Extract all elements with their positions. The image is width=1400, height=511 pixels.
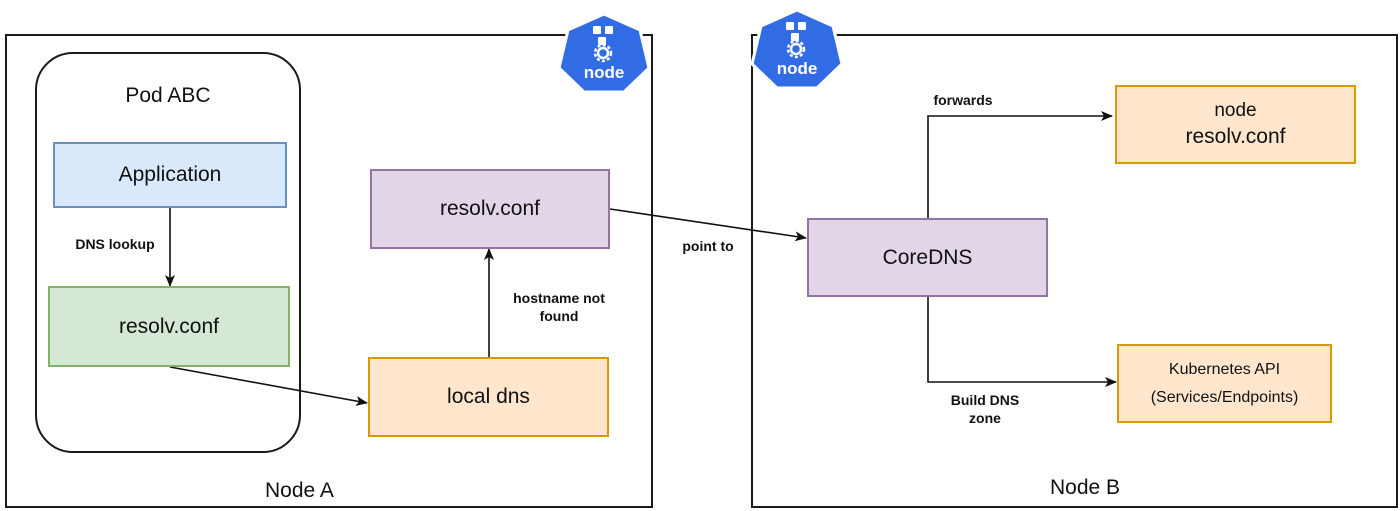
node-a-label: Node A — [265, 479, 334, 502]
arrow-forwards — [927, 111, 1113, 218]
application-box: Application — [53, 142, 287, 208]
node-b-resolv-conf-box: node resolv.conf — [1115, 85, 1356, 164]
arrow-resolv-to-coredns — [609, 208, 807, 242]
pod-abc-container — [35, 52, 301, 453]
local-dns-label: local dns — [447, 385, 530, 409]
node-b-label: Node B — [1050, 476, 1121, 499]
arrow-build-dns-zone — [927, 297, 1117, 387]
cube-cluster-icon — [593, 26, 613, 45]
gear-icon — [593, 43, 613, 63]
coredns-label: CoreDNS — [882, 245, 973, 269]
arrow-pod-resolv-to-local-dns — [169, 366, 368, 406]
kubernetes-node-badge-a: node — [557, 12, 651, 94]
node-badge-text-a: node — [584, 63, 625, 82]
point-to-label: point to — [682, 238, 734, 254]
node-b-resolv-line2: resolv.conf — [1185, 125, 1286, 149]
kubernetes-node-badge-b: node — [750, 8, 844, 90]
build-dns-zone-label: Build DNS zone — [950, 392, 1020, 426]
cube-cluster-icon — [786, 22, 806, 41]
kubernetes-api-box: Kubernetes API (Services/Endpoints) — [1117, 344, 1332, 423]
hostname-not-found-label: hostname not found — [513, 290, 605, 324]
kubernetes-api-line1: Kubernetes API — [1168, 361, 1281, 379]
pod-abc-title: Pod ABC — [125, 84, 211, 107]
pod-resolv-conf-box: resolv.conf — [48, 286, 290, 367]
pod-resolv-conf-label: resolv.conf — [119, 314, 219, 338]
gear-icon — [786, 39, 806, 59]
node-badge-text-b: node — [777, 59, 818, 78]
node-resolv-conf-label: resolv.conf — [440, 197, 540, 221]
forwards-label: forwards — [933, 92, 993, 108]
application-label: Application — [118, 163, 222, 187]
coredns-box: CoreDNS — [807, 218, 1048, 297]
node-b-resolv-line1: node — [1214, 99, 1257, 121]
node-resolv-conf-box: resolv.conf — [370, 169, 610, 249]
kubernetes-api-line2: (Services/Endpoints) — [1150, 388, 1299, 406]
dns-lookup-label: DNS lookup — [75, 236, 155, 252]
local-dns-box: local dns — [368, 357, 609, 437]
